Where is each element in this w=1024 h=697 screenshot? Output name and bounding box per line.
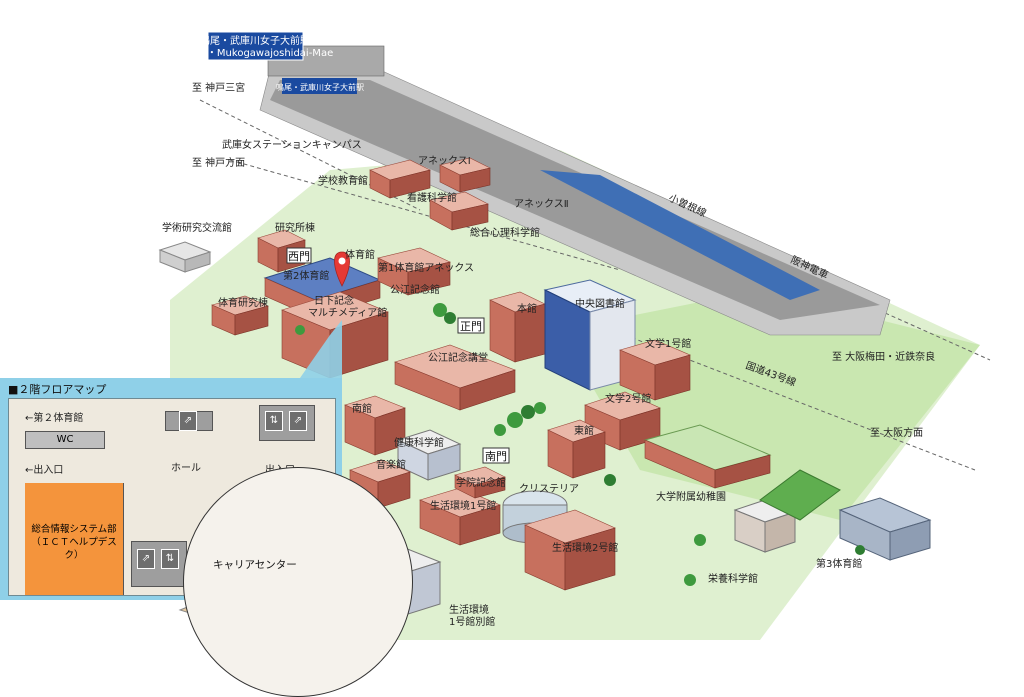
floor-wc: WC [25,431,105,449]
gate-south-label: 南門 [485,450,507,463]
building-main [489,291,546,363]
label-kouko-auditorium: 公江記念講堂 [428,351,488,364]
stairs-icon-3: ⇗ [137,549,155,569]
building-graduate-hall [454,466,506,499]
building-kindergarten [643,424,772,489]
label-school-education: 学校教育館 [318,174,368,187]
stairs-icon: ⇗ [179,411,197,431]
label-gym1: 体育館 [345,248,375,261]
train [540,170,820,300]
gate-west[interactable]: 西門 [286,247,312,264]
gate-main[interactable]: 正門 [457,317,485,334]
platform-sign [282,78,357,94]
floor-map-title: ■２階フロアマップ [8,383,107,396]
label-psychology: 総合心理科学館 [470,226,540,239]
label-graduate-hall: 学院記念館 [456,476,506,489]
building-nutrition [733,499,797,553]
building-annex1 [439,157,491,193]
building-nursing [429,191,489,231]
gate-south[interactable]: 南門 [482,447,510,464]
label-annex2: アネックスⅡ [514,198,569,210]
label-gym1-annex: 第1体育館アネックス [378,261,474,274]
label-nutrition: 栄養科学館 [708,572,758,585]
callout-connector [300,320,342,378]
building-living-env2 [524,509,616,591]
floor-map-panel: ■２階フロアマップ ←第２体育館 WC ←出入口 ホール 出入口→ ⇗ ⇅ ⇗ … [0,378,413,697]
label-station-campus: 武庫女ステーションキャンパス [222,138,362,151]
floor-to-gym2: ←第２体育館 [25,413,84,424]
label-health-science: 健康科学館 [394,436,444,449]
label-south: 南館 [352,402,372,415]
label-literature1: 文学1号館 [645,337,691,350]
label-living-env1-annex-2: 1号館別館 [449,615,495,628]
gate-main-label: 正門 [460,320,482,333]
building-kouko-auditorium [394,344,516,411]
building-gym1-annex [377,247,451,296]
building-east [547,419,606,479]
label-annex1: アネックスⅠ [418,155,471,167]
station-sign-en: Naruo・Mukogawajoshidai-Mae [177,48,333,59]
building-station-campus [369,159,431,199]
station-sign [207,31,304,61]
label-main: 本館 [517,302,537,315]
label-research-wing: 研究所棟 [275,221,315,234]
label-hishita-media-1: 日下記念 [314,294,354,307]
building-academic-exchange [158,241,212,273]
label-sports-research: 体育研究棟 [218,296,268,309]
sports-field [759,469,841,521]
building-living-env1 [419,487,501,546]
stairs-icon-2: ⇗ [289,411,307,431]
ict-help-desk[interactable]: 総合情報システム部（ＩＣＴヘルプデスク） [25,483,124,595]
label-gym3: 第3体育館 [816,557,862,570]
floor-exit-left: ←出入口 [25,465,64,476]
building-sports-research [211,295,269,336]
location-marker-icon[interactable] [334,251,350,287]
career-center-label: キャリアセンター [213,559,297,571]
label-hishita-media-2: マルチメディア館 [308,306,387,319]
floor-map-plan: ←第２体育館 WC ←出入口 ホール 出入口→ ⇗ ⇅ ⇗ 総合情報システム部（… [8,398,413,697]
elevator-icon: ⇅ [265,411,283,431]
label-living-env2: 生活環境2号館 [552,541,618,554]
label-nursing: 看護科学館 [407,191,457,204]
building-literature1 [619,339,691,401]
elevator-icon-2: ⇅ [161,549,179,569]
building-health-science [396,429,462,481]
label-gym2: 第2体育館 [283,269,329,282]
label-music: 音楽館 [376,458,406,471]
label-literature2: 文学2号館 [605,392,651,405]
gate-west-label: 西門 [288,250,310,263]
dir-kobe-sannomiya: 至 神戸三宮 [192,81,245,94]
dir-osaka-umeda: 至 大阪梅田・近鉄奈良 [832,350,935,363]
label-living-env1: 生活環境1号館 [430,499,496,512]
label-east: 東館 [574,424,594,437]
label-kindergarten: 大学附属幼稚園 [656,490,726,503]
label-central-library: 中央図書館 [575,297,625,310]
career-center-area[interactable] [183,467,413,697]
dir-osaka: 至 大阪方面 [870,426,923,439]
platform-sign-text: 鳴尾・武庫川女子大前駅 [276,82,364,92]
building-south [344,395,406,456]
building-gym3 [838,497,932,561]
label-crystaria: クリステリア [519,483,579,495]
label-kouko-hall: 公江記念館 [390,283,440,296]
label-academic-exchange: 学術研究交流館 [162,221,232,234]
dir-kobe: 至 神戸方面 [192,156,245,169]
station-sign-jp: 鳴尾・武庫川女子大前駅 [200,34,310,47]
label-living-env1-annex-1: 生活環境 [449,603,489,616]
floor-hall: ホール [171,463,201,474]
ict-help-desk-label: 総合情報システム部（ＩＣＴヘルプデスク） [31,524,117,561]
route-line-center [229,159,621,271]
